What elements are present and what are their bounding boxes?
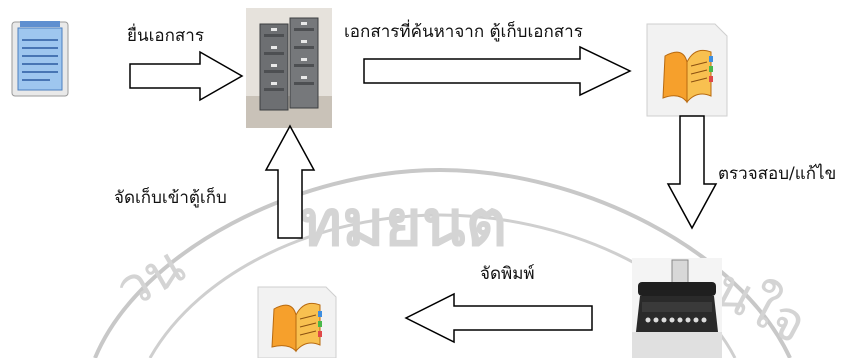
svg-text:วน: วน [105,233,195,321]
typewriter-icon [632,258,722,358]
arrow-up [264,124,316,239]
svg-text:ทมยนต: ทมยนต [300,187,507,261]
arrow-right-2 [363,45,632,97]
label-print: จัดพิมพ์ [480,264,535,284]
arrow-right-1 [129,50,244,102]
label-check: ตรวจสอบ/แก้ไข [718,164,837,184]
arrow-down [666,115,718,230]
filing-cabinet-icon [246,8,332,128]
label-search: เอกสารที่ค้นหาจาก ตู้เก็บเอกสาร [344,22,583,42]
address-book-icon [645,22,729,118]
label-file: จัดเก็บเข้าตู้เก็บ [114,188,227,208]
address-book-icon [256,285,338,358]
label-submit: ยื่นเอกสาร [127,26,204,46]
arrow-left [404,292,593,344]
notepad-icon [10,18,72,100]
